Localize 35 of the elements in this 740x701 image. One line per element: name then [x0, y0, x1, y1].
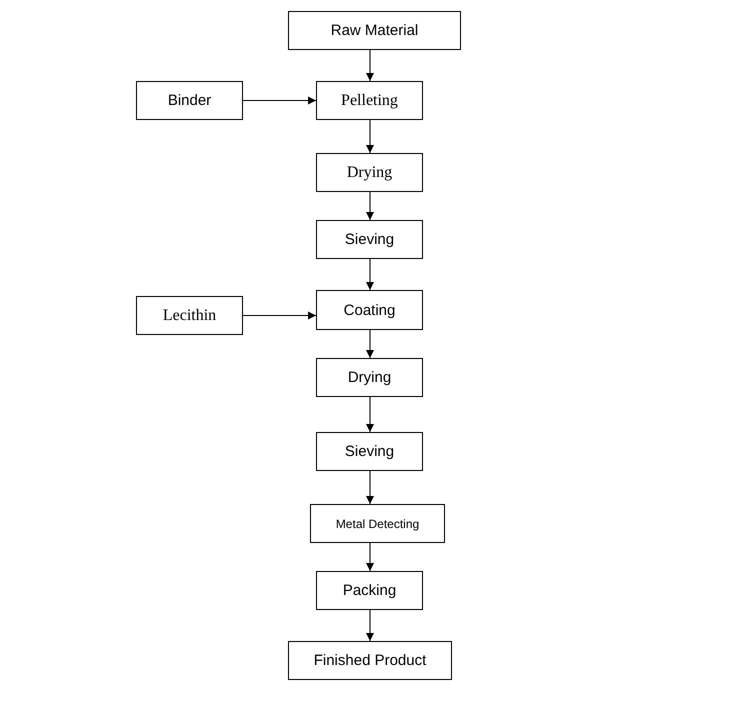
- process-box: [288, 11, 461, 50]
- arrow: [242, 96, 316, 104]
- step-label: Lecithin: [162, 306, 216, 324]
- process-box: [136, 81, 243, 120]
- process-box: [316, 81, 423, 120]
- step-label: Sieving: [344, 443, 394, 460]
- arrow: [366, 120, 374, 154]
- arrow: [366, 192, 374, 220]
- process-box: [136, 296, 243, 335]
- step-label: Finished Product: [314, 652, 426, 669]
- step-label: Pelleting: [341, 92, 398, 110]
- process-box: [288, 641, 452, 680]
- arrow: [242, 312, 316, 320]
- step-label: Coating: [344, 302, 396, 318]
- process-box: [316, 220, 423, 259]
- step-label: Packing: [342, 582, 396, 599]
- step-label: Raw Material: [330, 22, 418, 39]
- arrow: [366, 50, 374, 82]
- arrow: [366, 610, 374, 642]
- process-box: [316, 571, 423, 610]
- arrow: [366, 258, 374, 290]
- step-label: Binder: [168, 92, 212, 109]
- process-box: [316, 432, 423, 471]
- process-box: [316, 153, 423, 192]
- step-label: Sieving: [344, 231, 394, 248]
- arrow: [366, 396, 374, 432]
- arrow: [366, 470, 374, 504]
- arrow: [366, 330, 374, 358]
- process-box: [316, 290, 423, 330]
- process-box: [316, 358, 423, 397]
- step-label: Drying: [346, 164, 392, 182]
- process-box: [310, 504, 445, 543]
- step-label: Metal Detecting: [336, 516, 420, 530]
- arrow: [366, 542, 374, 572]
- step-label: Drying: [348, 369, 392, 386]
